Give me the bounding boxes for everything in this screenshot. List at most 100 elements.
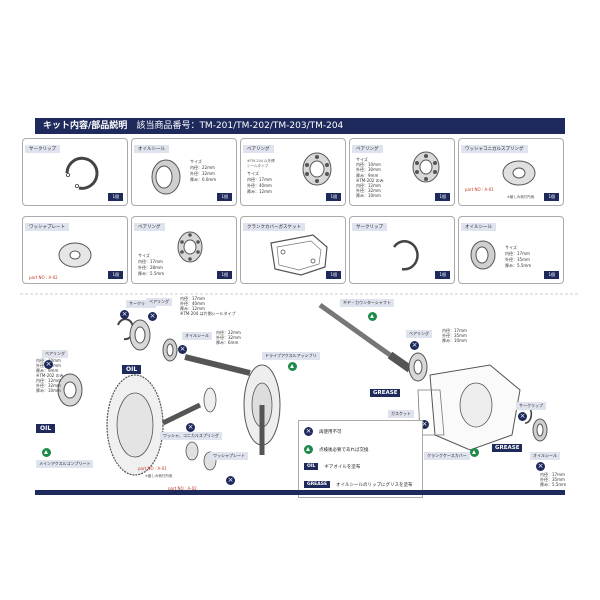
oil-seal-illustration bbox=[470, 240, 496, 270]
spec-text: サイズ 内径：17mm 外径：40mm 厚み：12mm bbox=[247, 171, 272, 194]
grease-badge-right: GREASE bbox=[492, 444, 523, 452]
inspect-icon bbox=[368, 312, 377, 321]
spec-text: サイズ 内径：17mm 外径：28mm 厚み：5.5mm bbox=[138, 253, 165, 276]
qty-badge: 1個 bbox=[217, 193, 232, 201]
no-reuse-icon: × bbox=[518, 412, 527, 421]
oil-seal-right-spec: 内径：17mm 外径：35mm 厚み：5.5mm bbox=[540, 472, 567, 487]
legend-item-oil: OIL ギアオイルを塗布 bbox=[304, 463, 360, 470]
card-label: ベアリング bbox=[352, 145, 383, 153]
no-reuse-icon: × bbox=[410, 341, 419, 350]
grease-badge-mid: GREASE bbox=[370, 389, 401, 397]
no-reuse-icon: × bbox=[420, 420, 429, 429]
bearing-top-spec: 内径：17mm 外径：40mm 厚み：12mm ※TM-204 は片側シールタイ… bbox=[180, 296, 236, 316]
card-label: ワッシャプレート bbox=[25, 223, 69, 231]
card-label: ワッシャコニカルスプリング bbox=[461, 145, 528, 153]
spec-text: サイズ 内径：17mm 外径：35mm 厚み：5.5mm bbox=[505, 245, 532, 268]
qty-badge: 1個 bbox=[326, 193, 341, 201]
part-number: part NO : A-01 bbox=[465, 187, 494, 192]
oil-badge-top: OIL bbox=[122, 365, 142, 374]
card-label: サークリップ bbox=[25, 145, 60, 153]
bearing-right-spec: 内径：17mm 外径：35mm 厚み：10mm bbox=[442, 328, 467, 343]
conical-note: ※厳しみ側付所無 bbox=[145, 474, 173, 478]
card-circlip-2: サークリップ 1個 bbox=[349, 216, 455, 284]
legend-box: × 再使用不可 点検後必要であれば交換 OIL ギアオイルを塗布 GREASE … bbox=[298, 420, 423, 498]
inspect-icon bbox=[288, 362, 297, 371]
card-circlip: サークリップ 1個 bbox=[22, 138, 128, 206]
legend-item-inspect: 点検後必要であれば交換 bbox=[304, 445, 368, 454]
card-crank-gasket: クランクカバーガスケット 1個 bbox=[240, 216, 346, 284]
legend-item-no-reuse: × 再使用不可 bbox=[304, 427, 342, 436]
card-oil-seal-2: オイルシール サイズ 内径：17mm 外径：35mm 厚み：5.5mm 1個 bbox=[458, 216, 564, 284]
qty-badge: 1個 bbox=[544, 271, 559, 279]
card-label: オイルシール bbox=[134, 145, 169, 153]
label-counter-shaft: ギヤ・カウンターシャフト bbox=[340, 299, 394, 307]
circlip-illustration bbox=[392, 240, 419, 271]
card-label: ベアリング bbox=[134, 223, 165, 231]
conical-washer-illustration bbox=[502, 160, 536, 186]
spec-text: サイズ 内径：10mm 外径：30mm 厚み：9mm ※TM-202 のみ 内径… bbox=[356, 157, 384, 199]
bearing-illustration bbox=[302, 152, 332, 186]
no-reuse-icon: × bbox=[148, 312, 157, 321]
part-number: part NO : A-02 bbox=[29, 275, 58, 280]
conical-part-number: part NO : A-01 bbox=[138, 466, 167, 471]
legend-desc: 再使用不可 bbox=[319, 429, 342, 435]
header-band: キット内容/部品説明 該当商品番号：TM-201/TM-202/TM-203/T… bbox=[35, 118, 565, 134]
gasket-illustration bbox=[270, 234, 328, 276]
circlip-illustration bbox=[65, 156, 99, 190]
card-label: サークリップ bbox=[352, 223, 387, 231]
label-circlip-right: サークリップ bbox=[516, 402, 546, 410]
inspect-icon bbox=[304, 445, 313, 454]
oil-seal-mid-spec: 内径：22mm 外径：32mm 厚み：6mm bbox=[216, 330, 241, 345]
card-label: クランクカバーガスケット bbox=[243, 223, 305, 231]
qty-badge: 1個 bbox=[435, 271, 450, 279]
exploded-diagram bbox=[57, 302, 548, 476]
no-reuse-icon: × bbox=[44, 360, 53, 369]
note-text: ※TM-204 以外標 シールタイプ bbox=[247, 159, 275, 168]
label-circlip-top: サークリップ bbox=[126, 300, 156, 308]
label-main-axle: メインアクスルコンプリート bbox=[36, 460, 94, 468]
legend-desc: オイルシールのリップにグリスを塗布 bbox=[336, 482, 413, 488]
card-bearing-1: ベアリング ※TM-204 以外標 シールタイプ サイズ 内径：17mm 外径：… bbox=[240, 138, 346, 206]
label-bearing-top: ベアリング bbox=[146, 298, 172, 306]
note-text: ※厳しみ側付所無 bbox=[507, 195, 535, 199]
legend-desc: ギアオイルを塗布 bbox=[324, 464, 361, 470]
page-subtitle: 該当商品番号：TM-201/TM-202/TM-203/TM-204 bbox=[136, 121, 344, 131]
label-washer-plate: ワッシャプレート bbox=[210, 452, 248, 460]
section-divider bbox=[20, 293, 580, 295]
card-label: オイルシール bbox=[461, 223, 496, 231]
label-oil-seal-right: オイルシール bbox=[530, 452, 560, 460]
label-bearing-left: ベアリング bbox=[42, 350, 68, 358]
card-bearing-2: ベアリング サイズ 内径：10mm 外径：30mm 厚み：9mm ※TM-202… bbox=[349, 138, 455, 206]
card-label: ベアリング bbox=[243, 145, 274, 153]
qty-badge: 1個 bbox=[326, 271, 341, 279]
card-conical-washer: ワッシャコニカルスプリング part NO : A-01 ※厳しみ側付所無 1個 bbox=[458, 138, 564, 206]
label-oil-seal-mid: オイルシール bbox=[182, 332, 212, 340]
washer-part-number: part NO : A-02 bbox=[168, 486, 197, 491]
no-reuse-icon: × bbox=[226, 476, 235, 485]
oil-badge-left: OIL bbox=[36, 424, 56, 433]
page-title: キット内容/部品説明 bbox=[43, 121, 128, 131]
oil-key: OIL bbox=[304, 463, 319, 470]
qty-badge: 1個 bbox=[108, 193, 123, 201]
inspect-icon bbox=[42, 448, 51, 457]
card-bearing-3: ベアリング サイズ 内径：17mm 外径：28mm 厚み：5.5mm 1個 bbox=[131, 216, 237, 284]
qty-badge: 1個 bbox=[217, 271, 232, 279]
legend-desc: 点検後必要であれば交換 bbox=[319, 447, 369, 453]
no-reuse-icon: × bbox=[178, 345, 187, 354]
spec-text: サイズ 内径：22mm 外径：32mm 厚み：6.0mm bbox=[190, 159, 217, 182]
label-drive-axle: ドライブアクスルアッシブリ bbox=[262, 352, 320, 360]
footer-band bbox=[35, 490, 565, 495]
card-oil-seal: オイルシール サイズ 内径：22mm 外径：32mm 厚み：6.0mm 1個 bbox=[131, 138, 237, 206]
washer-plate-illustration bbox=[58, 242, 92, 268]
qty-badge: 1個 bbox=[435, 193, 450, 201]
qty-badge: 1個 bbox=[544, 193, 559, 201]
bearing-illustration bbox=[177, 231, 203, 263]
no-reuse-icon: × bbox=[120, 310, 129, 319]
oil-seal-illustration bbox=[151, 159, 181, 195]
label-conical-washer: ワッシャ、コニカルスプリング bbox=[160, 432, 222, 440]
qty-badge: 1個 bbox=[108, 271, 123, 279]
label-gasket: ガスケット bbox=[388, 410, 414, 418]
inspect-icon bbox=[470, 448, 479, 457]
label-crank-cover: クランクケースカバー bbox=[424, 452, 470, 460]
legend-item-grease: GREASE オイルシールのリップにグリスを塗布 bbox=[304, 481, 413, 488]
